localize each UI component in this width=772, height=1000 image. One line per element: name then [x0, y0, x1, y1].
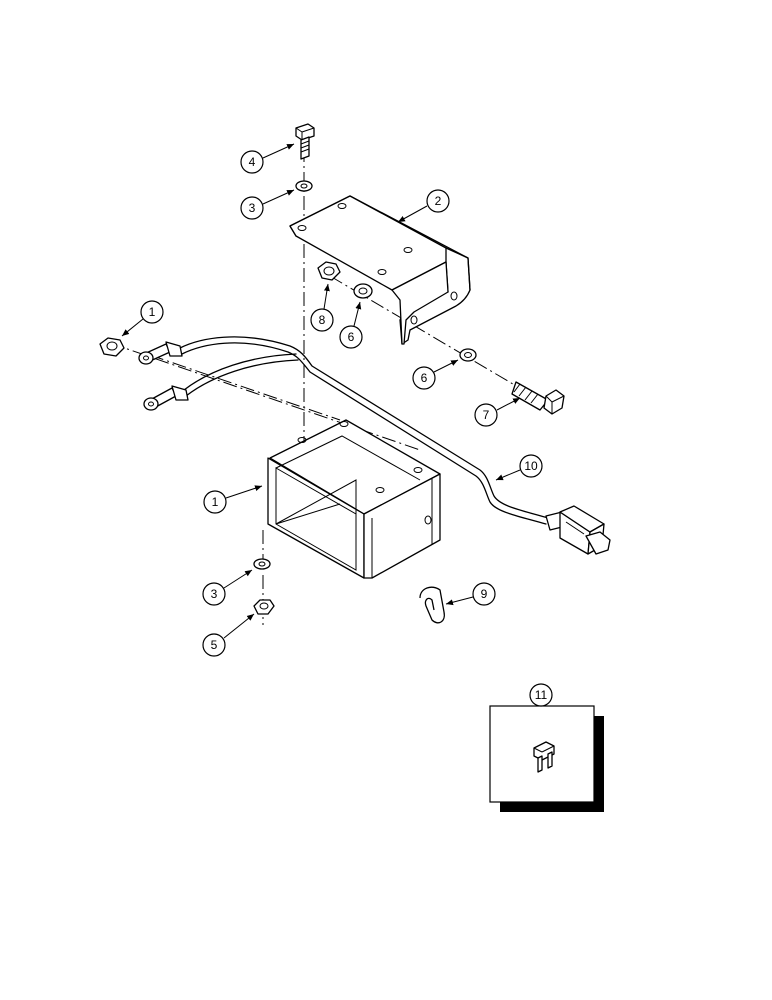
bracket-icon	[289, 195, 471, 345]
svg-text:6: 6	[348, 330, 355, 344]
svg-text:5: 5	[211, 638, 218, 652]
callout-6-bottom: 6	[412, 359, 459, 390]
callout-1-top: 1	[121, 300, 164, 337]
connector-icon	[545, 505, 611, 555]
washer-icon	[253, 558, 271, 570]
nut-icon	[253, 599, 275, 615]
callout-6-top: 6	[339, 301, 363, 349]
callout-4: 4	[240, 143, 295, 174]
svg-text:3: 3	[249, 201, 256, 215]
callout-3-top: 3	[240, 189, 295, 220]
svg-text:1: 1	[149, 305, 156, 319]
bolt-icon	[295, 123, 315, 160]
svg-text:11: 11	[535, 688, 548, 702]
svg-text:9: 9	[481, 587, 488, 601]
fuse-icon	[533, 741, 555, 773]
svg-text:8: 8	[319, 313, 326, 327]
bolt-icon	[511, 381, 565, 415]
callout-11: 11	[529, 683, 553, 707]
callout-3-bottom: 3	[202, 569, 253, 606]
svg-text:6: 6	[421, 371, 428, 385]
nut-icon	[99, 337, 125, 357]
svg-text:10: 10	[524, 459, 538, 473]
callout-9: 9	[445, 582, 496, 606]
callout-1-housing: 1	[203, 485, 263, 514]
svg-text:3: 3	[211, 587, 218, 601]
nut-icon	[317, 261, 341, 281]
wire-harness-icon	[138, 336, 549, 525]
fuse-inset	[489, 705, 604, 812]
clip-icon	[419, 586, 445, 624]
svg-text:4: 4	[249, 155, 256, 169]
svg-text:2: 2	[435, 194, 442, 208]
svg-text:7: 7	[483, 408, 490, 422]
callout-8: 8	[310, 283, 334, 332]
housing-icon	[267, 419, 441, 579]
callout-10: 10	[495, 454, 543, 481]
washer-icon	[295, 180, 313, 192]
washer-icon	[459, 348, 477, 362]
svg-text:1: 1	[212, 495, 219, 509]
callout-7: 7	[474, 397, 521, 427]
callout-5: 5	[202, 613, 255, 657]
washer-icon	[353, 283, 373, 299]
callout-2: 2	[397, 189, 450, 223]
